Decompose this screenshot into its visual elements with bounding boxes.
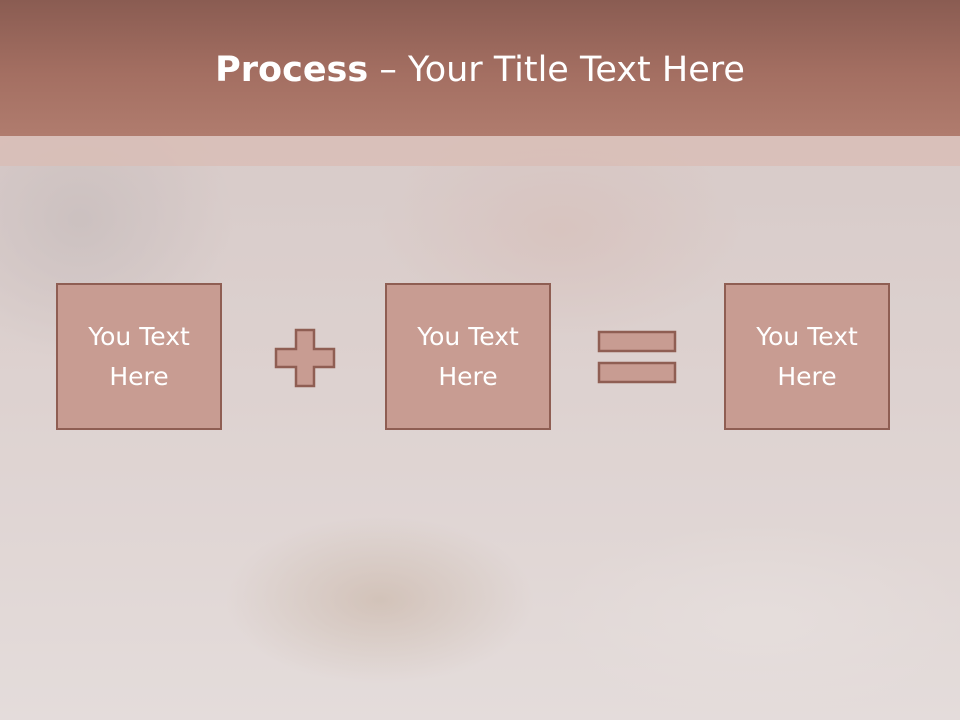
title-band bbox=[0, 136, 960, 166]
process-box-3[interactable]: You Text Here bbox=[724, 283, 890, 430]
process-box-1[interactable]: You Text Here bbox=[56, 283, 222, 430]
title-bar bbox=[0, 0, 960, 136]
process-box-2-label: You Text Here bbox=[417, 321, 519, 391]
title-dash: – bbox=[368, 50, 408, 90]
slide-title: Process – Your Title Text Here bbox=[0, 50, 960, 90]
plus-icon bbox=[274, 328, 336, 388]
process-box-1-label: You Text Here bbox=[88, 321, 190, 391]
equals-icon bbox=[597, 330, 677, 384]
process-box-2[interactable]: You Text Here bbox=[385, 283, 551, 430]
process-box-3-label: You Text Here bbox=[756, 321, 858, 391]
title-bold: Process bbox=[215, 50, 369, 90]
title-rest: Your Title Text Here bbox=[407, 50, 745, 90]
